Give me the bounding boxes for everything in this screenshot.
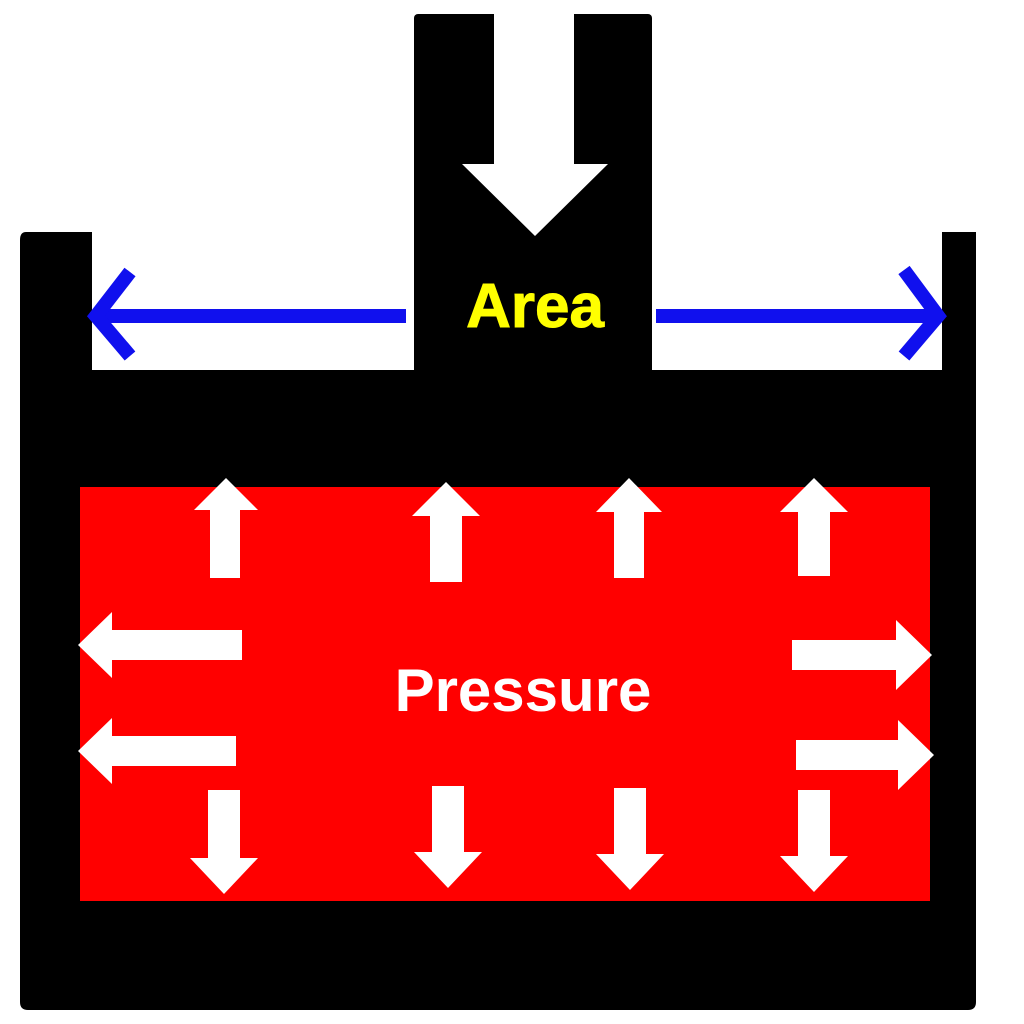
area-span-left-head bbox=[86, 267, 136, 361]
pressure-arrow-icon bbox=[796, 720, 934, 790]
pressure-arrow-icon bbox=[194, 478, 258, 578]
pressure-arrow-icon bbox=[412, 482, 480, 582]
pressure-arrow-icon bbox=[78, 612, 242, 678]
pressure-label: Pressure bbox=[395, 657, 652, 724]
pressure-arrow-icon bbox=[780, 478, 848, 576]
pressure-arrow-icon bbox=[780, 790, 848, 892]
pressure-arrow-icon bbox=[190, 790, 258, 894]
area-label: Area bbox=[466, 272, 604, 341]
pressure-arrow-icon bbox=[78, 718, 236, 784]
pressure-arrow-icon bbox=[596, 478, 662, 578]
double-headed-arrow-icon bbox=[86, 265, 947, 361]
area-span-right-head bbox=[898, 265, 947, 361]
pressure-arrow-icon bbox=[596, 788, 664, 890]
pressure-arrow-icon bbox=[414, 786, 482, 888]
piston-plate bbox=[92, 372, 942, 488]
piston bbox=[92, 14, 942, 488]
pressure-arrows bbox=[78, 478, 934, 894]
down-arrow-icon bbox=[462, 14, 608, 236]
pressure-arrow-icon bbox=[792, 620, 932, 690]
